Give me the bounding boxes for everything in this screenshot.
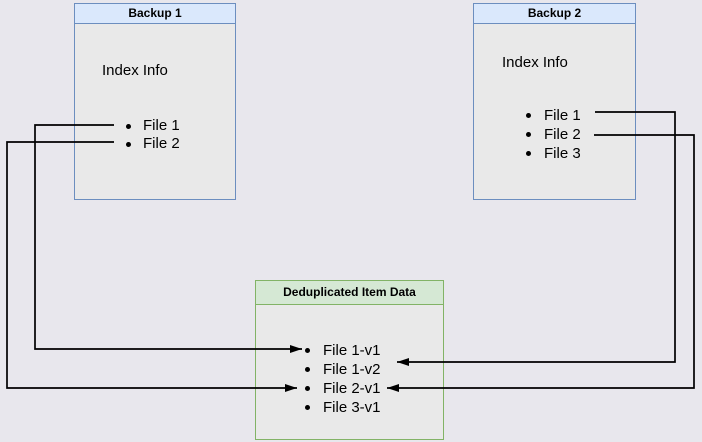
backup1-file-list: File 1 File 2 [126, 117, 180, 153]
dedup-item: File 3-v1 [305, 398, 381, 417]
backup1-header: Backup 1 [75, 4, 235, 24]
backup2-file-item: File 1 [526, 106, 581, 125]
backup2-index-info-label: Index Info [502, 54, 568, 71]
dedup-header: Deduplicated Item Data [256, 281, 443, 305]
dedup-item: File 1-v2 [305, 360, 381, 379]
dedup-item: File 1-v1 [305, 341, 381, 360]
dedup-item: File 2-v1 [305, 379, 381, 398]
backup2-file-item: File 3 [526, 144, 581, 163]
backup1-file-item: File 2 [126, 135, 180, 153]
backup1-index-info-label: Index Info [102, 62, 168, 79]
dedup-box: Deduplicated Item Data File 1-v1 File 1-… [255, 280, 444, 440]
backup2-file-list: File 1 File 2 File 3 [526, 106, 581, 163]
backup2-header: Backup 2 [474, 4, 635, 24]
dedup-item-list: File 1-v1 File 1-v2 File 2-v1 File 3-v1 [305, 341, 381, 417]
backup2-box: Backup 2 Index Info File 1 File 2 File 3 [473, 3, 636, 200]
backup2-file-item: File 2 [526, 125, 581, 144]
backup1-box: Backup 1 Index Info File 1 File 2 [74, 3, 236, 200]
backup1-file-item: File 1 [126, 117, 180, 135]
